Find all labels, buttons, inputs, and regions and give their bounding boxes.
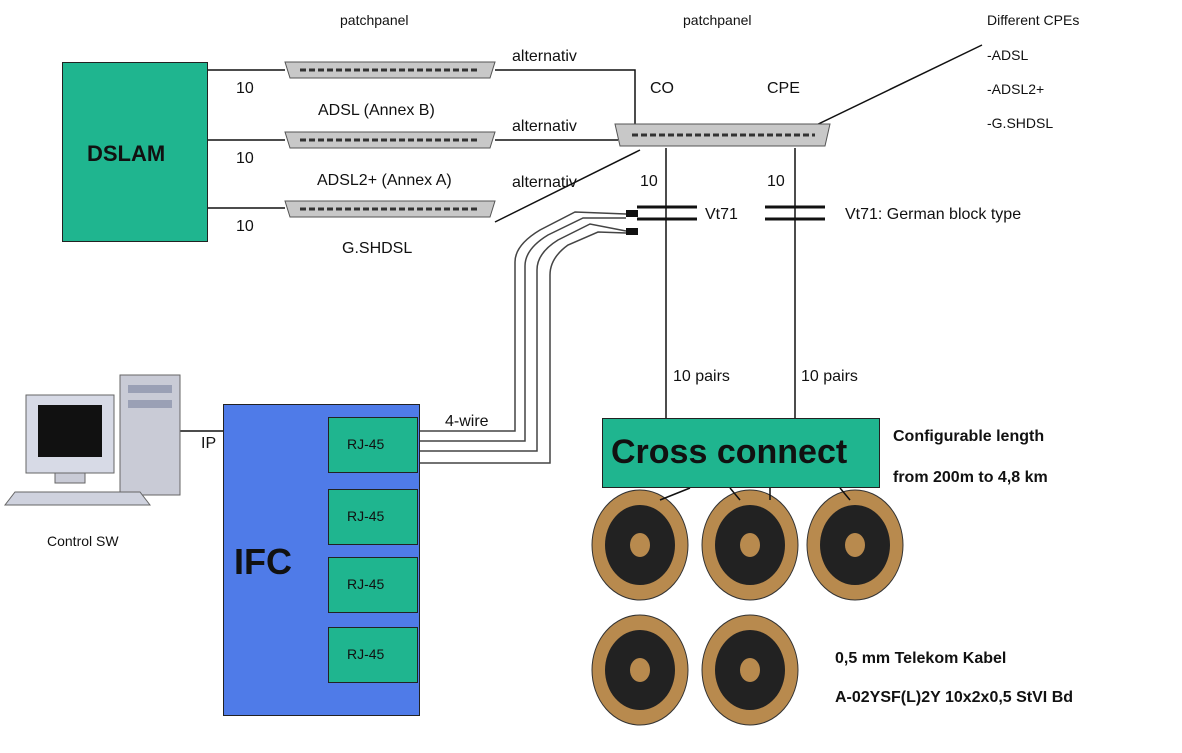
ifc-label: IFC [234, 541, 292, 583]
panel-gshdsl-label: G.SHDSL [342, 240, 412, 258]
cross-connect-box: Cross connect [602, 418, 880, 488]
cable-line-2: A-02YSF(L)2Y 10x2x0,5 StVI Bd [835, 689, 1073, 707]
patchpanel-left-label: patchpanel [340, 12, 409, 28]
alternativ-3: alternativ [512, 174, 577, 192]
cpe-item-gshdsl: -G.SHDSL [987, 115, 1053, 131]
alternativ-1: alternativ [512, 48, 577, 66]
dslam-box: DSLAM [62, 62, 208, 242]
cpe-item-adsl2: -ADSL2+ [987, 81, 1044, 97]
patchpanel-2 [285, 132, 495, 148]
ifc-box: IFC RJ-45 RJ-45 RJ-45 RJ-45 [223, 404, 420, 716]
patchpanel-3 [285, 201, 495, 217]
alternativ-2: alternativ [512, 118, 577, 136]
co-label: CO [650, 80, 674, 98]
count-2: 10 [236, 150, 254, 168]
vt71-desc: Vt71: German block type [845, 206, 1021, 224]
length-line-2: from 200m to 4,8 km [893, 469, 1048, 487]
rj45-port-1: RJ-45 [328, 417, 418, 473]
panel-adsl2-label: ADSL2+ (Annex A) [317, 172, 452, 190]
cable-line-1: 0,5 mm Telekom Kabel [835, 650, 1006, 668]
panel-adsl-label: ADSL (Annex B) [318, 102, 435, 120]
cross-connect-label: Cross connect [611, 433, 847, 472]
pairs-2: 10 pairs [801, 368, 858, 386]
rj45-port-4: RJ-45 [328, 627, 418, 683]
control-sw-label: Control SW [47, 533, 119, 549]
ip-label: IP [201, 435, 216, 453]
patchpanel-main [615, 124, 830, 146]
length-line-1: Configurable length [893, 428, 1044, 446]
computer-icon [5, 375, 180, 505]
count-3: 10 [236, 218, 254, 236]
cpe-label: CPE [767, 80, 800, 98]
cpe-count: 10 [767, 173, 785, 191]
co-count: 10 [640, 173, 658, 191]
count-1: 10 [236, 80, 254, 98]
dslam-label: DSLAM [87, 141, 165, 167]
rj45-port-2: RJ-45 [328, 489, 418, 545]
wire-label: 4-wire [445, 413, 489, 431]
cpes-title: Different CPEs [987, 12, 1079, 28]
patchpanel-right-label: patchpanel [683, 12, 752, 28]
rj45-port-3: RJ-45 [328, 557, 418, 613]
patchpanel-1 [285, 62, 495, 78]
pairs-1: 10 pairs [673, 368, 730, 386]
cpe-item-adsl: -ADSL [987, 47, 1028, 63]
vt71-label: Vt71 [705, 206, 738, 224]
